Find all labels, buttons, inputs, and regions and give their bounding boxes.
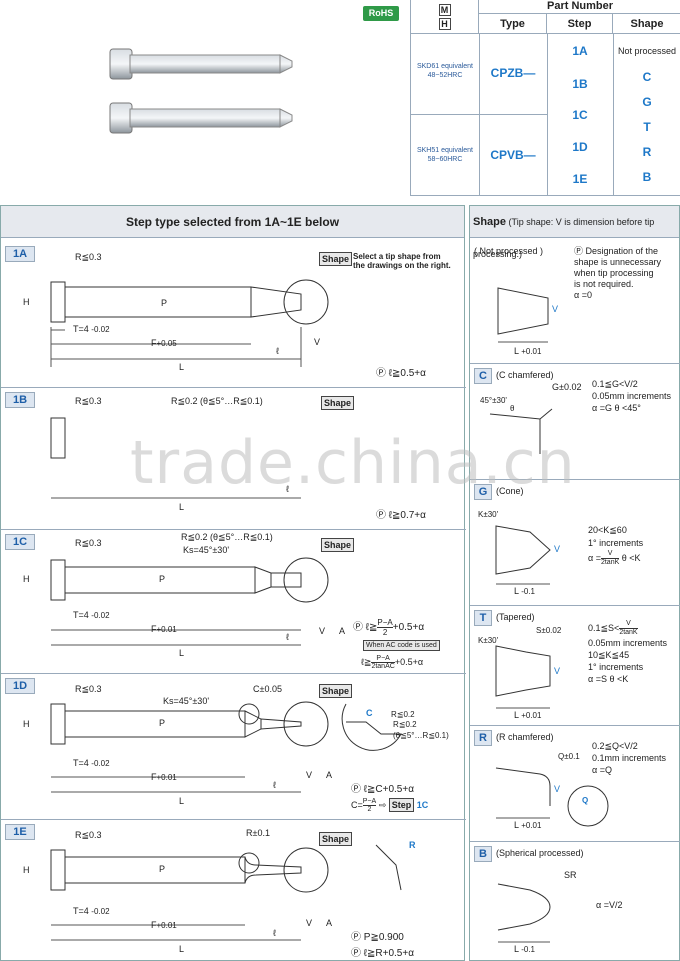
step-1d-box: 1D R≦0.3 Ks=45°±30' C±0.05 Shape H T=4 -… bbox=[1, 674, 466, 820]
shape-tag: Shape bbox=[319, 252, 353, 266]
step-1c-drawing bbox=[50, 557, 329, 646]
step-1e-box: 1E R≦0.3 R±0.1 Shape H T=4 -0.02 F+0.01 … bbox=[1, 820, 466, 961]
step-1b-drawing bbox=[50, 417, 301, 499]
shape-t: T bbox=[643, 120, 651, 134]
step-1a: 1A bbox=[572, 44, 588, 58]
shape-t-box: T (Tapered) S±0.02 K±30' V L +0.01 0.1≦S… bbox=[470, 606, 680, 726]
material-2: SKH51 equivalent 58~60HRC bbox=[416, 147, 474, 163]
step-1d-drawing bbox=[50, 701, 402, 793]
shape-c-box: C (C chamfered) G±0.02 45°±30' θ 0.1≦G<V… bbox=[470, 364, 680, 480]
step-panel: Step type selected from 1A~1E below 1A R… bbox=[0, 205, 466, 961]
shape-panel: Shape (Tip shape: V is dimension before … bbox=[469, 205, 680, 961]
step-1c: 1C bbox=[572, 108, 588, 122]
step-1a-drawing bbox=[50, 279, 329, 367]
step-panel-title: Step type selected from 1A~1E below bbox=[1, 206, 464, 238]
shape-panel-title: Shape (Tip shape: V is dimension before … bbox=[470, 206, 679, 259]
material-1: SKD61 equivalent 48~52HRC bbox=[416, 63, 474, 79]
watermark: trade.china.cn bbox=[130, 428, 576, 498]
step-1b-box: 1B R≦0.3 R≦0.2 (θ≦5°…R≦0.1) Shape L ℓ Ⓟ … bbox=[1, 388, 466, 530]
mh-icon: M H bbox=[411, 0, 479, 34]
step-1c-label: 1C bbox=[5, 534, 35, 550]
shape-r-box: R (R chamfered) Q±0.1 V Q L +0.01 0.2≦Q<… bbox=[470, 726, 680, 842]
shape-g: G bbox=[642, 95, 652, 109]
type-cpvb: CPVB— bbox=[490, 148, 536, 162]
pin-photo-2 bbox=[109, 102, 293, 134]
part-number-heading: Part Number bbox=[479, 0, 680, 14]
step-1d-label: 1D bbox=[5, 678, 35, 694]
top-header: RoHS M H Part Number Type Step Shape SKD… bbox=[0, 0, 680, 200]
pin-photo-1 bbox=[109, 48, 293, 80]
step-1a-box: 1A R≦0.3 H T=4 -0.02 F+0.05 P L ℓ V Shap… bbox=[1, 242, 466, 388]
step-1a-label: 1A bbox=[5, 246, 35, 262]
rohs-badge: RoHS bbox=[363, 6, 399, 21]
shape-np-box: ( Not processed ) V L +0.01 Ⓟ Designatio… bbox=[470, 242, 680, 364]
step-1e-label: 1E bbox=[5, 824, 35, 840]
step-1d: 1D bbox=[572, 140, 588, 154]
type-cpzb: CPZB— bbox=[490, 66, 536, 80]
shape-c: C bbox=[642, 70, 652, 84]
shape-not-processed: Not processed bbox=[617, 46, 677, 56]
step-1b-label: 1B bbox=[5, 392, 35, 408]
shape-r: R bbox=[642, 145, 652, 159]
step-1e-drawing bbox=[50, 844, 402, 941]
shape-b: B bbox=[642, 170, 652, 184]
part-number-table: M H Part Number Type Step Shape SKD61 eq… bbox=[410, 0, 680, 196]
step-1c-box: 1C R≦0.3 R≦0.2 (θ≦5°…R≦0.1) Ks=45°±30' S… bbox=[1, 530, 466, 674]
step-1b: 1B bbox=[572, 77, 588, 91]
step-1e: 1E bbox=[572, 172, 588, 186]
col-step: Step bbox=[547, 14, 613, 34]
col-type: Type bbox=[479, 14, 547, 34]
shape-g-box: G (Cone) K±30' V L -0.1 20<K≦60 1° incre… bbox=[470, 480, 680, 606]
col-shape: Shape bbox=[613, 14, 680, 34]
shape-b-box: B (Spherical processed) SR L -0.1 α =V/2 bbox=[470, 842, 680, 961]
